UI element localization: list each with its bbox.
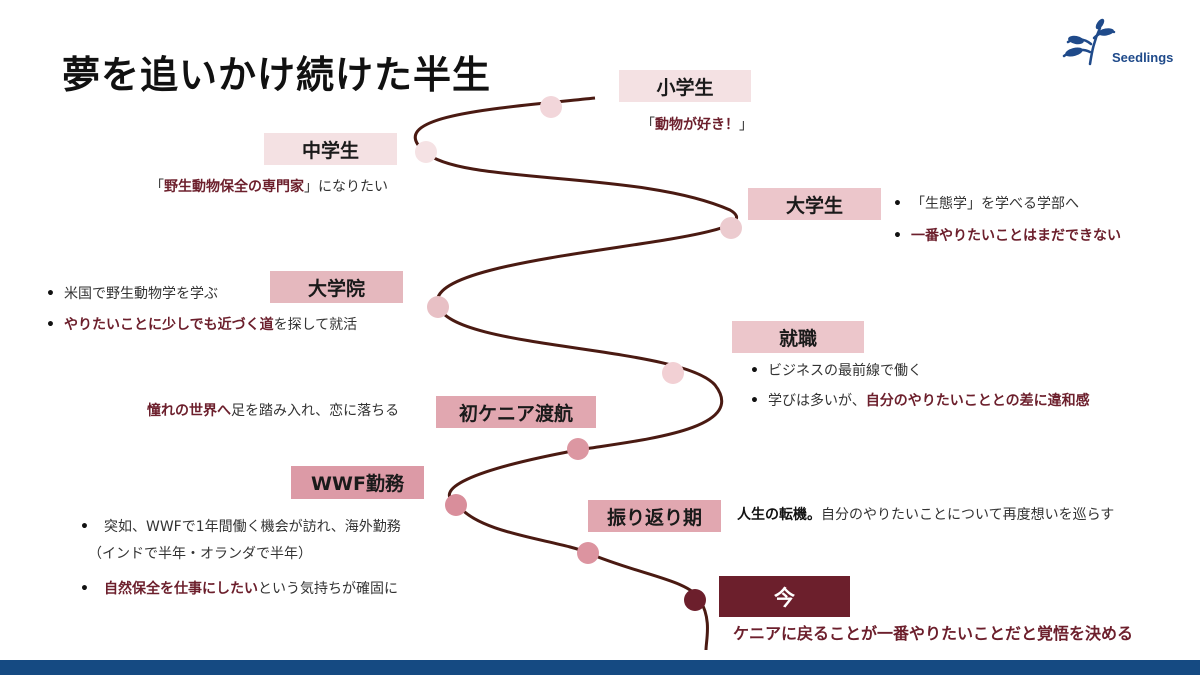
milestone-dot xyxy=(567,438,589,460)
stage-label-first-kenya-trip: 初ケニア渡航 xyxy=(436,396,596,428)
bullet-item: •「生態学」を学べる学部へ xyxy=(893,196,1079,212)
milestone-dot xyxy=(540,96,562,118)
stage-note-wwf-detail: （インドで半年・オランダで半年） xyxy=(88,546,312,562)
milestone-dot xyxy=(427,296,449,318)
bullet-item: •学びは多いが、自分のやりたいこととの差に違和感 xyxy=(750,393,1090,409)
stage-label-reflection-period: 振り返り期 xyxy=(588,500,721,532)
stage-note-elementary: 「動物が好き！」 xyxy=(641,117,753,133)
milestone-dot xyxy=(445,494,467,516)
stage-note-reflection-period: 人生の転機。自分のやりたいことについて再度想いを巡らす xyxy=(737,507,1115,523)
bullet-item: •突如、WWFで1年間働く機会が訪れ、海外勤務 xyxy=(80,519,401,535)
milestone-dot xyxy=(720,217,742,239)
stage-label-elementary: 小学生 xyxy=(619,70,751,102)
footer-bar xyxy=(0,660,1200,675)
milestone-dot xyxy=(577,542,599,564)
stage-label-employment: 就職 xyxy=(732,321,864,353)
milestone-dot xyxy=(662,362,684,384)
seedlings-logo xyxy=(1062,18,1116,66)
stage-note-first-kenya-trip: 憧れの世界へ足を踏み入れ、恋に落ちる xyxy=(147,403,400,419)
bullet-item: •米国で野生動物学を学ぶ xyxy=(46,286,218,302)
stage-label-graduate-school: 大学院 xyxy=(270,271,403,303)
bullet-item: •自然保全を仕事にしたいという気持ちが確固に xyxy=(80,581,398,597)
bullet-item: •一番やりたいことはまだできない xyxy=(893,228,1121,244)
stage-note-now: ケニアに戻ることが一番やりたいことだと覚悟を決める xyxy=(733,624,1134,643)
stage-note-junior-high: 「野生動物保全の専門家」になりたい xyxy=(150,179,388,195)
bullet-item: •やりたいことに少しでも近づく道を探して就活 xyxy=(46,317,358,333)
stage-label-wwf-work: WWF勤務 xyxy=(291,466,424,499)
page-title: 夢を追いかけ続けた半生 xyxy=(62,53,492,97)
stage-label-university: 大学生 xyxy=(748,188,881,220)
logo-text: Seedlings xyxy=(1112,50,1174,65)
stage-label-junior-high: 中学生 xyxy=(264,133,397,165)
path-line xyxy=(414,96,738,651)
milestone-dot xyxy=(415,141,437,163)
milestone-dot xyxy=(684,589,706,611)
stage-label-now: 今 xyxy=(719,576,850,617)
bullet-item: •ビジネスの最前線で働く xyxy=(750,363,922,379)
